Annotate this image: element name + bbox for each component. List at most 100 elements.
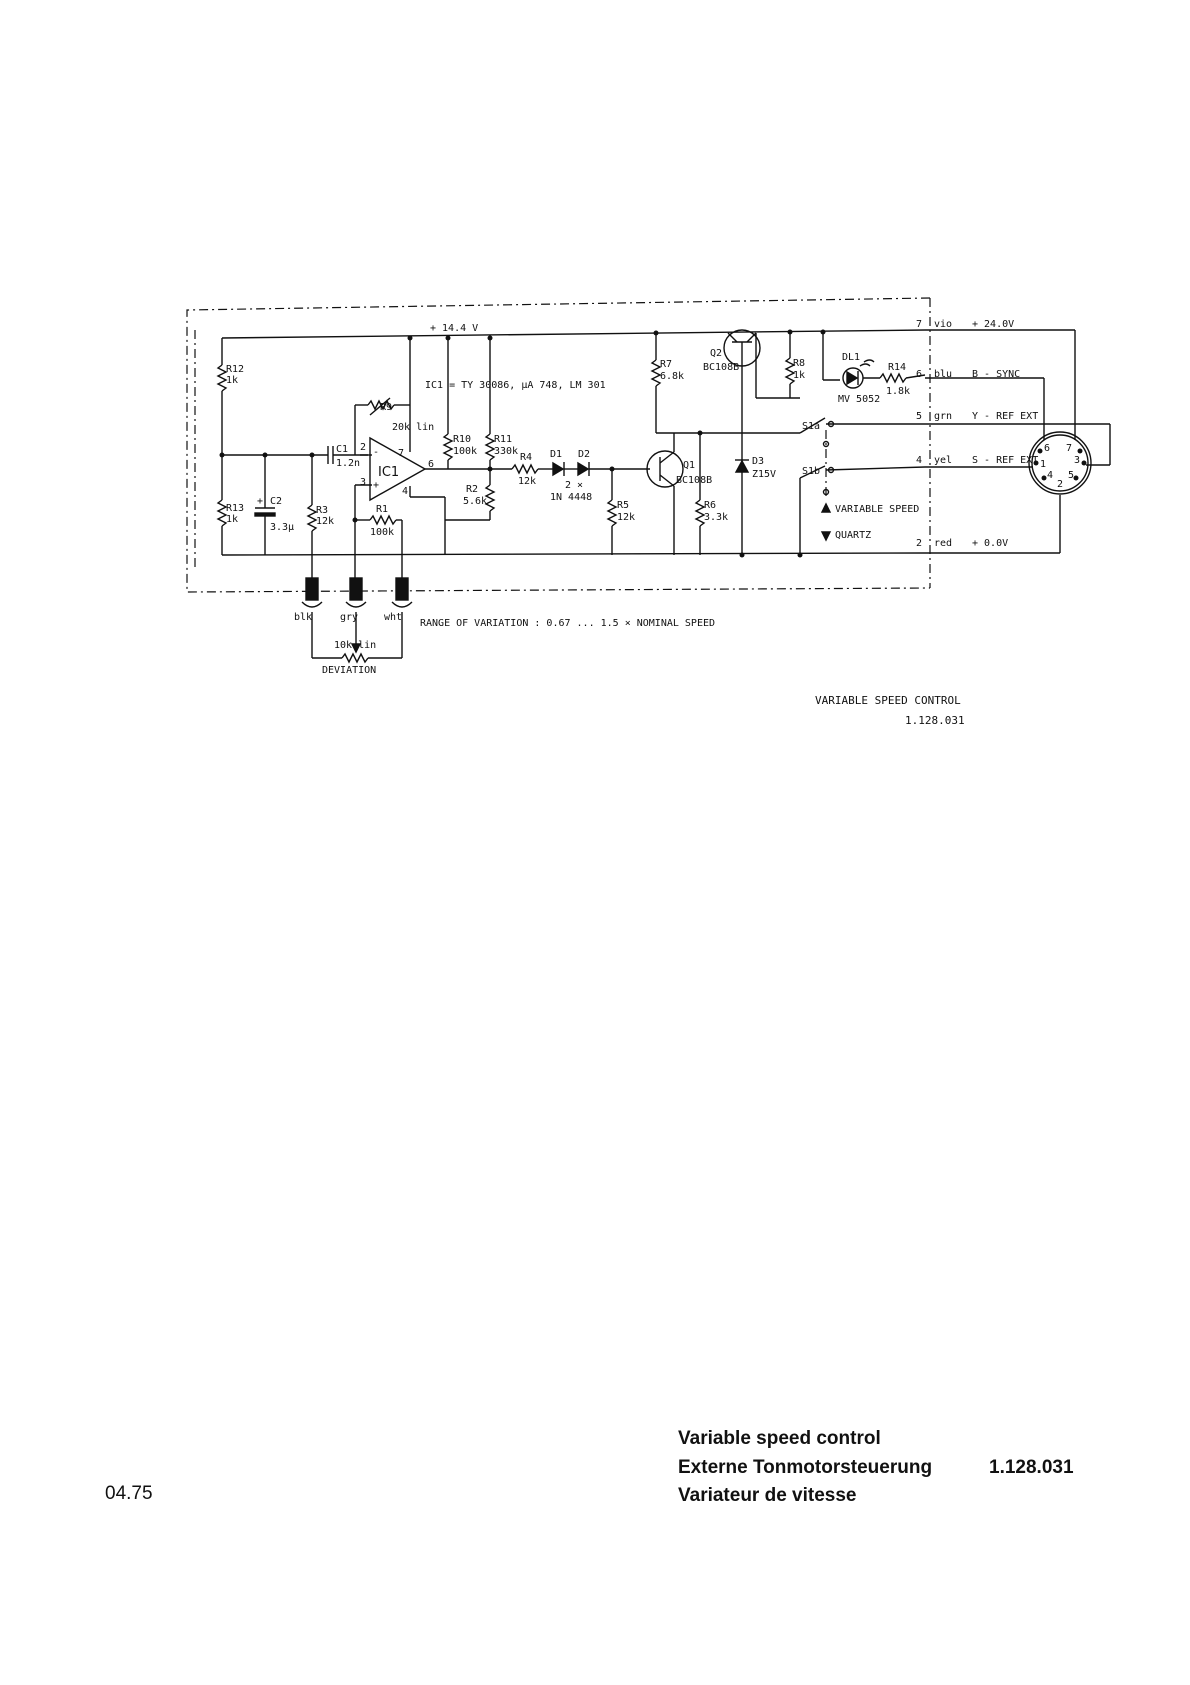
ic1-pin6: 6	[428, 459, 434, 470]
r8-value: 1k	[793, 370, 805, 381]
pin-signal-5: Y - REF EXT	[972, 411, 1038, 422]
r13-label: R13	[226, 503, 244, 514]
ic1-plus: +	[373, 480, 379, 491]
plug-gry	[349, 577, 363, 601]
pin-signal-2: + 0.0V	[972, 538, 1008, 549]
d2-diode	[577, 461, 590, 477]
din-connector	[1028, 431, 1092, 495]
r3-resistor	[306, 504, 318, 532]
c2-label: C2	[270, 496, 282, 507]
din-pin-2: 2	[1057, 479, 1063, 490]
q2-collector	[727, 332, 738, 343]
r3-value: 12k	[316, 516, 334, 527]
r4-label: R4	[520, 452, 532, 463]
din-pin-4: 4	[1047, 470, 1053, 481]
node-dot	[797, 552, 803, 558]
s1b-label: S1b	[802, 466, 820, 477]
r8-resistor	[784, 357, 796, 385]
pin-signal-4: S - REF EXT	[972, 455, 1038, 466]
ic1-minus: -	[373, 447, 379, 458]
footer-title-fr: Variateur de vitesse	[678, 1485, 857, 1506]
din-pin-3: 3	[1074, 455, 1080, 466]
pin-color-6: blu	[934, 369, 952, 380]
pin-num-7: 7	[916, 319, 922, 330]
var-speed-arrow	[820, 502, 832, 513]
pot-resistor	[341, 652, 369, 664]
pin-num-6: 6	[916, 369, 922, 380]
pin-signal-7: + 24.0V	[972, 319, 1014, 330]
housing-outline	[186, 297, 931, 593]
r4-resistor	[511, 463, 539, 475]
dl1-led-diode	[846, 370, 859, 386]
pin-terminal-5: 5 grn Y - REF EXT	[916, 411, 1038, 422]
plug-blk	[305, 577, 319, 601]
q2-label: Q2	[710, 348, 722, 359]
plug-wht-label: wht	[384, 612, 402, 623]
footer-title-en: Variable speed control	[678, 1428, 881, 1449]
din-contact	[1033, 460, 1039, 466]
plug-wht-cup	[391, 601, 413, 608]
ic1-label: IC1	[378, 465, 399, 480]
r5-value: 12k	[617, 512, 635, 523]
pin-num-2: 2	[916, 538, 922, 549]
s1a-arm	[799, 417, 826, 434]
d3-value: Z15V	[752, 469, 776, 480]
din-contact	[1081, 460, 1087, 466]
r13-value: 1k	[226, 514, 238, 525]
plug-blk-label: blk	[294, 612, 312, 623]
caption-number: 1.128.031	[905, 714, 965, 727]
s1b-out	[825, 466, 926, 471]
d12-type: 1N 4448	[550, 492, 592, 503]
r14-wire-b	[905, 374, 926, 379]
r9-wiper	[369, 397, 391, 416]
s1a-pivot	[822, 440, 830, 448]
din-contact	[1077, 448, 1083, 454]
q2-value: BC108B	[703, 362, 739, 373]
r5-label: R5	[617, 500, 629, 511]
pin-terminal-4: 4 yel S - REF EXT	[916, 455, 1038, 466]
r14-resistor	[879, 372, 907, 384]
footer-date: 04.75	[105, 1483, 153, 1504]
pin-signal-6: B - SYNC	[972, 369, 1020, 380]
ground-rail	[221, 552, 926, 556]
r10-resistor	[442, 433, 454, 461]
ic1-pin2: 2	[360, 442, 366, 453]
r7-resistor	[650, 359, 662, 387]
r14-value: 1.8k	[886, 386, 910, 397]
din-pin-7: 7	[1066, 443, 1072, 454]
plug-gry-cup	[345, 601, 367, 608]
r8-label: R8	[793, 358, 805, 369]
din-pin-1: 1	[1040, 459, 1046, 470]
pin-num-4: 4	[916, 455, 922, 466]
pin-color-5: grn	[934, 411, 952, 422]
pin-num-5: 5	[916, 411, 922, 422]
pot-wiper-arrow	[350, 643, 362, 654]
q2-emitter	[746, 332, 757, 343]
r12-value: 1k	[226, 375, 238, 386]
r7-value: 6.8k	[660, 371, 684, 382]
supply-rail	[221, 329, 926, 339]
pin-color-4: yel	[934, 455, 952, 466]
r1-value: 100k	[370, 527, 394, 538]
pin-terminal-6: 6 blu B - SYNC	[916, 369, 1020, 380]
din-connector-inner	[1031, 434, 1089, 492]
node-dot	[653, 330, 659, 336]
supply-label: + 14.4 V	[430, 323, 478, 334]
pin-terminal-7: 7 vio + 24.0V	[916, 319, 1014, 330]
d3-zener	[734, 459, 750, 473]
d1-diode	[552, 461, 565, 477]
r2-value: 5.6k	[463, 496, 487, 507]
pin-terminal-2: 2 red + 0.0V	[916, 538, 1008, 549]
d2-label: D2	[578, 449, 590, 460]
r12-resistor	[216, 364, 228, 392]
r6-value: 3.3k	[704, 512, 728, 523]
q1-value: BC108B	[676, 475, 712, 486]
node-dot	[820, 329, 826, 335]
ic1-pin3: 3	[360, 477, 366, 488]
c2-plate-b	[254, 512, 276, 517]
r9-label: R9	[380, 402, 392, 413]
r10-label: R10	[453, 434, 471, 445]
dl1-label: DL1	[842, 352, 860, 363]
pot-label: DEVIATION	[322, 665, 376, 676]
r5-resistor	[606, 499, 618, 527]
